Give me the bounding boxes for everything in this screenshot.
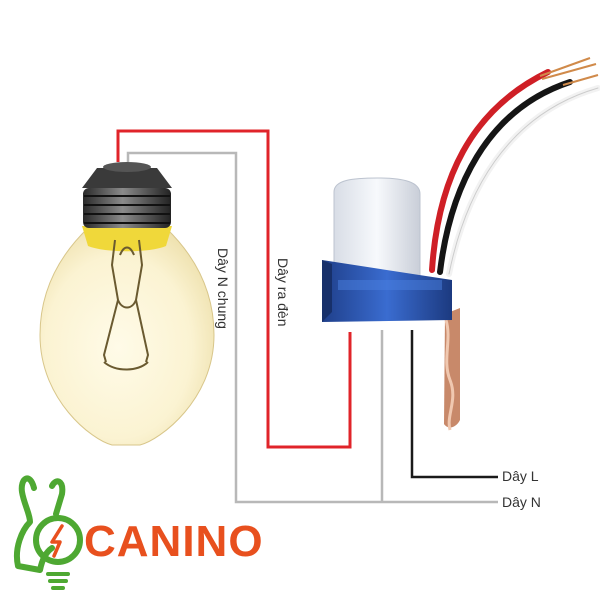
gray-wire-neutral-common (126, 151, 498, 504)
label-lamp-output: Dây ra đèn (275, 258, 291, 326)
copper-strands (539, 57, 599, 86)
black-wire-live (410, 330, 498, 479)
label-live-wire: Dây L (502, 468, 539, 484)
sensor-lead-red (429, 69, 551, 273)
label-neutral-common: Dây N chung (215, 248, 231, 329)
sensor-lead-black (437, 79, 573, 275)
brand-name: CANINO (84, 517, 264, 566)
label-neutral-wire: Dây N (502, 494, 541, 510)
red-wire-top (116, 129, 352, 449)
canino-logo-icon (14, 475, 83, 590)
photocell-sensor-icon (322, 177, 460, 431)
light-bulb-icon (39, 162, 215, 446)
sensor-lead-white (446, 85, 600, 277)
